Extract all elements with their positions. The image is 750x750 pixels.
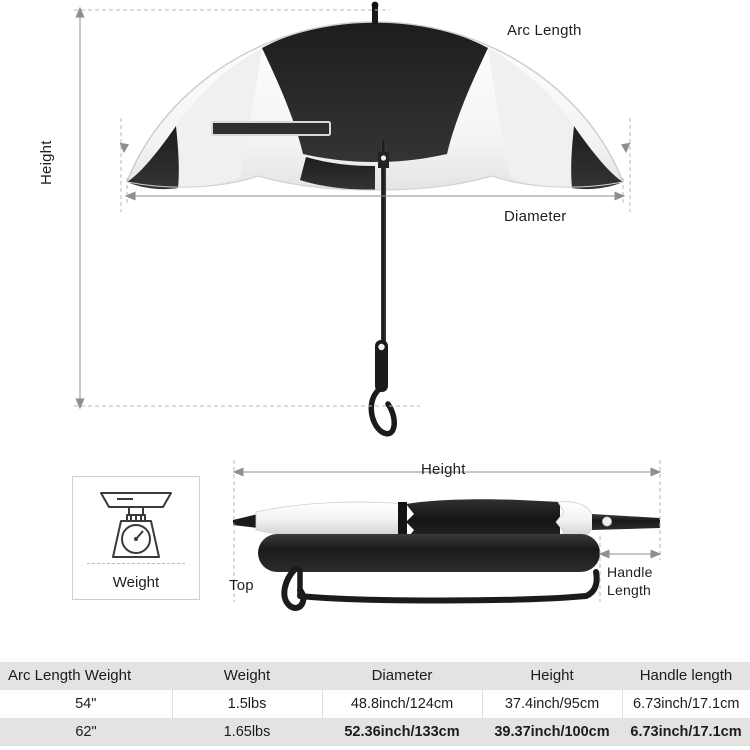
height-dimension-arrow [75, 6, 85, 410]
height-label-top: Height [38, 140, 55, 185]
reflective-strip [211, 121, 331, 136]
cell-height: 37.4inch/95cm [482, 690, 623, 718]
column-header-handle-length: Handle length [622, 662, 750, 690]
cell-weight: 1.5lbs [172, 690, 323, 718]
open-umbrella-illustration [74, 1, 631, 437]
top-label: Top [229, 577, 254, 594]
diameter-label: Diameter [504, 208, 567, 225]
table-row: 62" 1.65lbs 52.36inch/133cm 39.37inch/10… [0, 718, 750, 746]
cell-handle-length: 6.73inch/17.1cm [622, 718, 750, 746]
specification-table: Arc Length Weight Weight Diameter Height… [0, 662, 750, 746]
weight-label: Weight [112, 574, 160, 591]
column-header-arc-length-weight: Arc Length Weight [0, 662, 172, 690]
column-header-diameter: Diameter [322, 662, 482, 690]
dimension-guides-bottom [233, 460, 661, 602]
umbrella-canopy [126, 21, 624, 191]
folded-umbrella-illustration [232, 460, 662, 611]
diameter-dimension-arrow [124, 191, 626, 201]
cell-diameter: 48.8inch/124cm [322, 690, 483, 718]
weight-guide-line [87, 563, 185, 564]
table-row: 54" 1.5lbs 48.8inch/124cm 37.4inch/95cm … [0, 690, 750, 718]
table-header-row: Arc Length Weight Weight Diameter Height… [0, 662, 750, 690]
cell-arc-length: 62" [0, 718, 172, 746]
arc-length-dimension-arrows [119, 142, 631, 154]
cell-height: 39.37inch/100cm [482, 718, 622, 746]
handle-length-label-line2: Length [607, 582, 652, 598]
closed-umbrella [233, 499, 660, 545]
height-dimension-arrow-bottom [232, 467, 662, 477]
umbrella-finial [371, 1, 379, 26]
column-header-weight: Weight [172, 662, 322, 690]
cell-handle-length: 6.73inch/17.1cm [622, 690, 750, 718]
weight-callout-box: Weight [72, 476, 200, 600]
handle-length-label-line1: Handle [607, 564, 653, 580]
cell-diameter: 52.36inch/133cm [322, 718, 482, 746]
umbrella-handle [368, 340, 397, 437]
umbrella-handle-bar [258, 534, 600, 611]
kitchen-scale-icon [100, 492, 172, 558]
height-label-bottom: Height [421, 461, 466, 478]
handle-length-dimension-arrow [598, 549, 662, 559]
umbrella-shaft [381, 140, 386, 355]
cell-weight: 1.65lbs [172, 718, 322, 746]
arc-length-label: Arc Length [507, 22, 582, 39]
cell-arc-length: 54" [0, 690, 173, 718]
column-header-height: Height [482, 662, 622, 690]
